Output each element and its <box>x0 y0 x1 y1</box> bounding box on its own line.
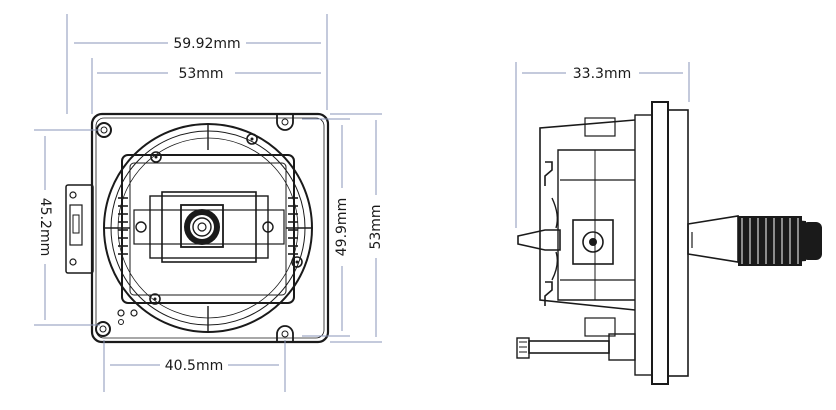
stick-gear <box>180 204 224 248</box>
side-front-plate <box>651 101 669 385</box>
gimbal-stick <box>687 215 822 266</box>
dim-side-depth: 33.3mm <box>573 66 631 82</box>
gimbal-ring <box>103 123 313 333</box>
side-screw <box>516 333 636 361</box>
dim-bottom-width: 40.5mm <box>165 358 223 374</box>
dim-mount-width: 53mm <box>178 66 223 82</box>
dim-right-height: 53mm <box>368 204 384 249</box>
mount-plate <box>90 112 330 344</box>
front-dimensions: 59.92mm 53mm 45.2mm 49.9mm 53mm 40.5mm <box>34 14 384 392</box>
dim-left-height: 45.2mm <box>37 198 53 256</box>
side-tab <box>65 184 94 274</box>
side-view <box>516 101 822 385</box>
ring-screws <box>149 133 303 305</box>
side-dimensions: 33.3mm <box>515 62 690 228</box>
gimbal-housing-inner <box>129 162 287 296</box>
right-grille <box>288 197 298 255</box>
gimbal-housing <box>121 154 295 304</box>
dim-overall-width: 59.92mm <box>173 36 240 52</box>
left-grille <box>118 197 128 255</box>
dim-inner-height: 49.9mm <box>334 198 350 256</box>
front-view <box>65 112 330 344</box>
corner-holes <box>95 114 294 342</box>
mount-plate-inner-edge <box>95 117 325 339</box>
gimbal-crossbar <box>133 191 285 263</box>
